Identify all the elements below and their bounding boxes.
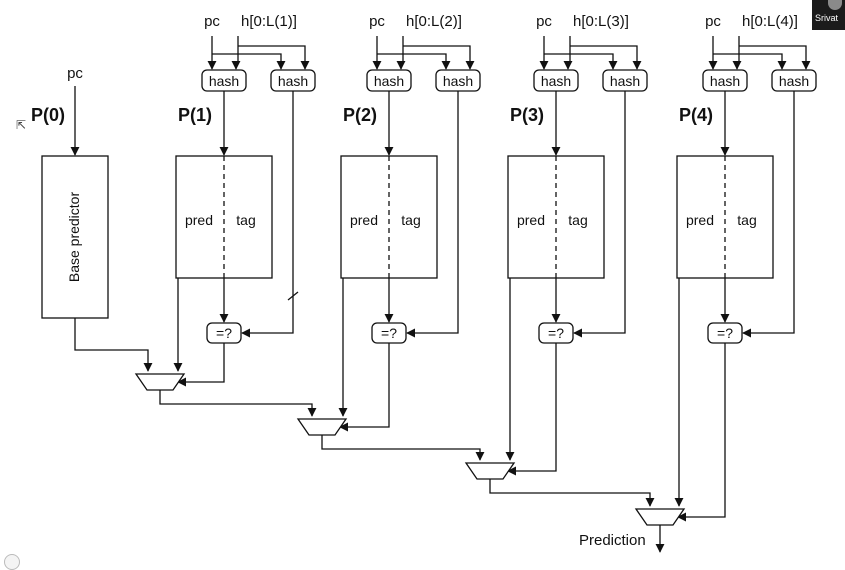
hash-index-text: hash [209,73,239,89]
table-label: P(4) [679,105,713,125]
pred-field-label: pred [350,212,378,228]
pred-field-label: pred [686,212,714,228]
hist-to-hash1-wire [563,36,573,70]
hash-tag-text: hash [779,73,809,89]
history-input-label: h[0:L(2)] [406,13,462,30]
hit-to-mux-select-wire [677,343,726,522]
pred-field-label: pred [517,212,545,228]
mux-chain-wire-2 [321,435,485,461]
hash-tag-text: hash [443,73,473,89]
hash-tag-text: hash [610,73,640,89]
pc-input-label: pc [369,13,385,30]
avatar-icon [828,0,842,10]
hash-index-text: hash [710,73,740,89]
hash-index-text: hash [541,73,571,89]
bus-width-mark [287,291,299,301]
pc-input-label: pc [705,13,721,30]
tag-compare-text: =? [548,325,564,341]
mux-3 [464,462,516,480]
hit-to-mux-select-wire [507,343,557,476]
pc-to-hash2-wire [713,53,787,70]
tag-compare-text: =? [381,325,397,341]
tag-field-label: tag [737,212,756,228]
tag-compare-text: =? [216,325,232,341]
hash-tag-text: hash [278,73,308,89]
history-input-label: h[0:L(1)] [241,13,297,30]
history-input-label: h[0:L(4)] [742,13,798,30]
tag-compare-text: =? [717,325,733,341]
hist-to-hash2-wire [739,45,811,70]
table-3-group: pc h[0:L(3)] P(3) hash hash pred tag =? [505,13,648,476]
table-label: P(3) [510,105,544,125]
tagged-tables-group: pc h[0:L(1)] P(1) hash hash pred tag =? pc h[0:L(… [173,13,817,522]
mux-1 [134,373,186,391]
table-2-group: pc h[0:L(2)] P(2) hash hash pred tag =? [338,13,481,432]
corner-widget [4,554,20,570]
base-predictor-label: P(0) [31,105,65,125]
pc-to-hash2-wire [212,53,286,70]
mux-chain-wire-1 [159,390,317,417]
hit-to-mux-select-wire [177,343,225,387]
table-1-group: pc h[0:L(1)] P(1) hash hash pred tag =? [173,13,316,387]
hist-to-hash2-wire [238,45,310,70]
tag-field-label: tag [568,212,587,228]
tag-field-label: tag [236,212,255,228]
hist-to-hash1-wire [396,36,406,70]
pc-to-hash2-wire [544,53,618,70]
base-pc-label: pc [67,65,83,82]
table-4-group: pc h[0:L(4)] P(4) hash hash pred tag =? [674,13,817,522]
mux-chain-wire-3 [489,479,655,507]
pc-to-hash2-wire [377,53,451,70]
base-predictor-text: Base predictor [66,192,82,283]
hist-to-hash1-wire [231,36,241,70]
pc-input-label: pc [536,13,552,30]
hit-to-mux-select-wire [339,343,390,432]
hash-index-text: hash [374,73,404,89]
table-label: P(1) [178,105,212,125]
hashed-tag-wire [406,91,459,338]
hist-to-hash1-wire [732,36,742,70]
pc-input-label: pc [204,13,220,30]
base-to-mux1-wire [74,318,153,372]
mux-chain-group: Prediction [74,318,686,553]
hashed-tag-wire [742,91,795,338]
user-name: Srivat [815,13,839,23]
prediction-label: Prediction [579,532,646,549]
cursor-icon: ⇱ [16,118,27,132]
hashed-tag-wire [573,91,626,338]
tag-field-label: tag [401,212,420,228]
pred-field-label: pred [185,212,213,228]
hashed-tag-wire [241,91,294,338]
history-input-label: h[0:L(3)] [573,13,629,30]
mux-4 [634,508,686,526]
user-video-thumbnail: Srivat [812,0,845,30]
hist-to-hash2-wire [570,45,642,70]
mux-2 [296,418,348,436]
hist-to-hash2-wire [403,45,475,70]
table-label: P(2) [343,105,377,125]
